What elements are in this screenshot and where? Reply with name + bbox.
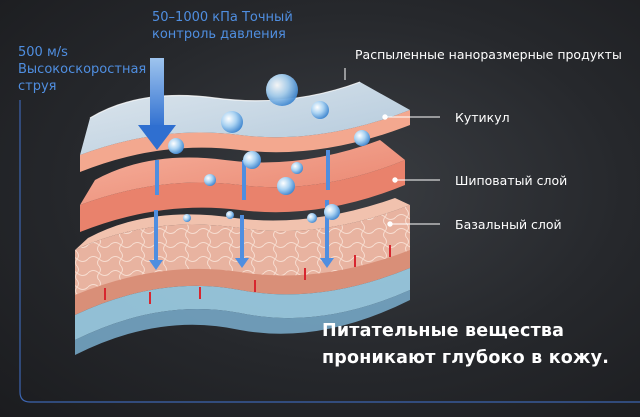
cuticle-label: Кутикул (455, 110, 510, 125)
speed-label: 500 м/s Высокоскоростная струя (18, 44, 146, 95)
spinous-label: Шиповатый слой (455, 173, 567, 188)
pressure-label: 50–1000 кПа Точный контроль давления (152, 9, 293, 43)
nano-label: Распыленные наноразмерные продукты (355, 47, 622, 62)
headline-text: Питательные вещества проникают глубоко в… (322, 318, 609, 372)
basal-label: Базальный слой (455, 217, 562, 232)
